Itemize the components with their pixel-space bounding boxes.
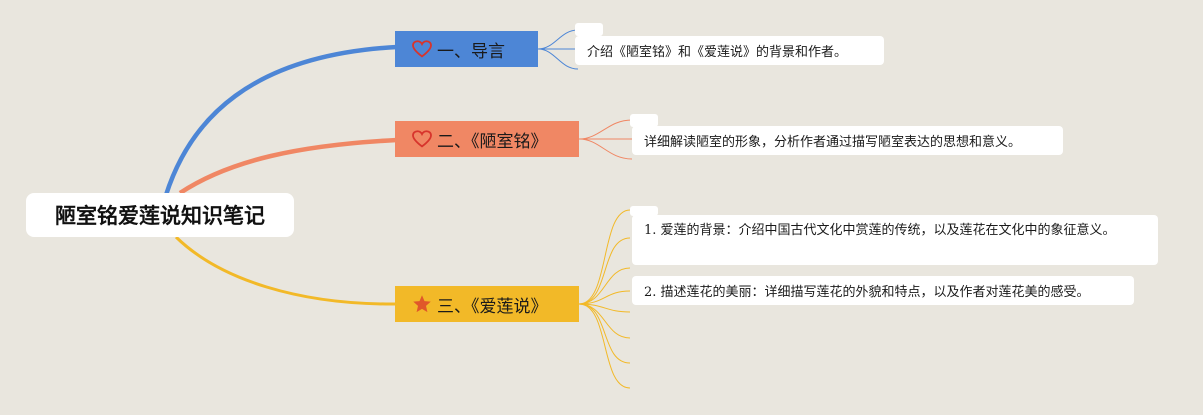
leaf-text: 介绍《陋室铭》和《爱莲说》的背景和作者。 (587, 45, 848, 60)
root-title: 陋室铭爱莲说知识笔记 (55, 204, 265, 228)
branch-node-loushiming[interactable]: 二、《陋室铭》 (395, 121, 579, 157)
connector-fan-branch-1 (537, 29, 579, 70)
leaf-node[interactable]: 1. 爱莲的背景：介绍中国古代文化中赏莲的传统，以及莲花在文化中的象征意义。 (632, 215, 1158, 265)
leaf-node[interactable]: 详细解读陋室的形象，分析作者通过描写陋室表达的思想和意义。 (632, 126, 1063, 155)
empty-leaf-stub[interactable] (630, 206, 658, 216)
branch-node-intro[interactable]: 一、导言 (395, 31, 538, 67)
empty-leaf-stub[interactable] (630, 114, 658, 127)
leaf-node[interactable]: 2. 描述莲花的美丽：详细描写莲花的外貌和特点，以及作者对莲花美的感受。 (632, 276, 1134, 305)
leaf-text: 详细解读陋室的形象，分析作者通过描写陋室表达的思想和意义。 (644, 135, 1022, 150)
connector-root-branch-2 (178, 137, 398, 195)
heart-outline-icon (411, 38, 433, 60)
star-icon (411, 293, 433, 315)
branch-node-ailianshuo[interactable]: 三、《爱莲说》 (395, 286, 579, 322)
heart-outline-icon (411, 128, 433, 150)
branch-label: 二、《陋室铭》 (437, 131, 548, 152)
leaf-text: 2. 描述莲花的美丽：详细描写莲花的外貌和特点，以及作者对莲花美的感受。 (644, 285, 1090, 300)
branch-label: 一、导言 (437, 41, 505, 62)
leaf-node[interactable]: 介绍《陋室铭》和《爱莲说》的背景和作者。 (575, 36, 884, 65)
empty-leaf-stub[interactable] (575, 23, 603, 36)
connector-root-branch-1 (163, 44, 398, 196)
connector-fan-branch-2 (578, 119, 633, 160)
leaf-text: 1. 爱莲的背景：介绍中国古代文化中赏莲的传统，以及莲花在文化中的象征意义。 (644, 223, 1116, 238)
connector-fan-branch-3 (578, 209, 631, 389)
connector-root-branch-3 (174, 235, 398, 306)
branch-label: 三、《爱莲说》 (437, 296, 548, 317)
root-node[interactable]: 陋室铭爱莲说知识笔记 (26, 193, 294, 237)
